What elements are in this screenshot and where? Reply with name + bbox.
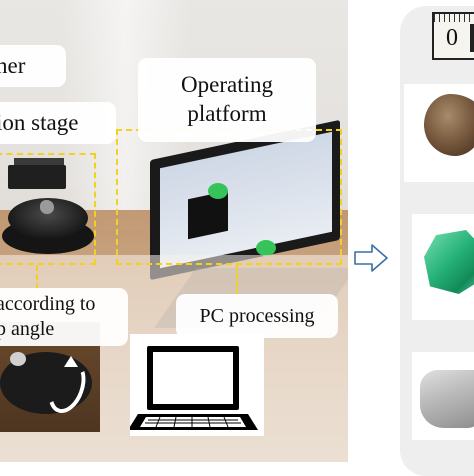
platform-region-frame — [116, 129, 342, 265]
scanner-label: ner — [0, 45, 66, 87]
rotate-label-line2: p angle — [0, 318, 55, 340]
scanner-device-top — [14, 158, 64, 166]
connector-right — [236, 265, 238, 295]
scanner-region-frame — [0, 153, 96, 265]
ruler-ticks — [434, 14, 474, 22]
rock-sample — [424, 94, 474, 156]
pc-processing-label-text: PC processing — [199, 304, 315, 327]
green-model-preview — [208, 183, 228, 199]
scanner-label-text: ner — [0, 53, 26, 78]
sample-stone — [40, 200, 54, 214]
flow-arrow-icon — [354, 244, 388, 272]
pc-processing-label: PC processing — [176, 294, 338, 338]
green-model-preview — [256, 240, 276, 256]
operating-platform-line1: Operating — [181, 72, 273, 98]
ruler-bar — [470, 24, 474, 52]
rotation-stage-label: ion stage — [0, 102, 116, 144]
connector-left — [36, 265, 38, 289]
rotation-arrow-head — [64, 356, 78, 367]
laptop-icon — [128, 346, 258, 430]
ruler-digit: 0 — [446, 25, 458, 51]
laptop-card — [128, 334, 264, 436]
rotate-label-line1: according to — [0, 293, 96, 315]
rotation-photo-stone — [10, 352, 26, 366]
rotation-stage-label-text: ion stage — [0, 110, 79, 135]
operating-platform-label: Operating platform — [138, 58, 316, 142]
scanner-device — [8, 165, 66, 189]
gray-sample — [420, 370, 474, 428]
operating-platform-line2: platform — [187, 101, 267, 126]
rotate-label: according to p angle — [0, 288, 128, 346]
